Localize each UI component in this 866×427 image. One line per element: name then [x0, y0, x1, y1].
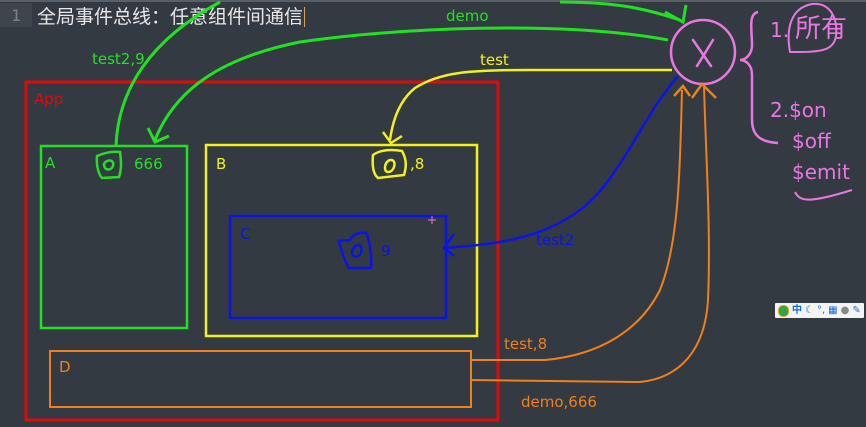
- line-number: 1: [0, 3, 32, 27]
- orange-test8-arrow: [471, 89, 683, 361]
- b-data-doodle-icon: [371, 148, 407, 180]
- test2-9-arrow-label: test2,9: [92, 50, 145, 68]
- d-label: D: [59, 358, 71, 376]
- b-label: B: [216, 155, 227, 173]
- test-arrow-label: test: [480, 51, 509, 69]
- text-caret: [304, 7, 306, 27]
- green-test2-arrow: [153, 26, 669, 141]
- ime-toolbar[interactable]: 中 ☾ °, ▦ ● ✎: [775, 303, 864, 318]
- blue-test2-arrowhead-icon: [442, 233, 456, 257]
- yellow-test-arrow: [388, 68, 672, 141]
- demo-arrow-label: demo: [446, 7, 489, 25]
- b-component-box: [204, 143, 479, 338]
- chinese-mode-icon[interactable]: 中: [792, 304, 802, 316]
- app-label: App: [34, 90, 64, 108]
- green-test2-arrowhead-icon: [146, 127, 170, 144]
- note-emit: $emit: [792, 160, 850, 184]
- note-off: $off: [792, 129, 831, 153]
- test2-arrow-label: test2: [536, 231, 575, 249]
- note-on: 2.$on: [770, 98, 827, 122]
- punctuation-icon[interactable]: °,: [816, 304, 826, 316]
- logo-icon[interactable]: [778, 304, 789, 317]
- a-data-doodle-icon: [95, 150, 123, 180]
- c-data-doodle-icon: [337, 231, 373, 270]
- c-component-box: [228, 214, 448, 320]
- app-component-box: [24, 80, 500, 422]
- a-component-box: [39, 144, 189, 330]
- b-value: ,8: [410, 155, 425, 173]
- keyboard-icon[interactable]: ▦: [828, 304, 838, 316]
- line-text[interactable]: 全局事件总线：任意组件间通信: [37, 5, 304, 28]
- wrench-icon[interactable]: ✎: [852, 304, 861, 316]
- green-demo-arrowhead-icon: [664, 4, 688, 25]
- line-text-container[interactable]: 全局事件总线：任意组件间通信: [37, 2, 306, 29]
- c-label: C: [240, 225, 251, 243]
- event-bus-x-icon: [691, 38, 715, 68]
- orange-test8-arrowhead-icon: [673, 83, 692, 97]
- test-8-arrow-label: test,8: [504, 335, 548, 353]
- yellow-test-arrowhead-icon: [381, 131, 403, 145]
- user-icon[interactable]: ●: [840, 304, 850, 316]
- window-top-border: [0, 0, 866, 2]
- demo-666-arrow-label: demo,666: [521, 393, 597, 411]
- orange-demo666-arrowhead-icon: [690, 82, 717, 99]
- green-demo-arrow: [114, 0, 681, 147]
- notes-circle-scribble-icon: [787, 2, 838, 53]
- c-value: 9: [381, 242, 391, 260]
- note-1-number: 1.: [770, 18, 790, 42]
- cursor-crosshair-icon: [428, 216, 436, 224]
- event-bus-circle: [669, 18, 737, 86]
- moon-icon[interactable]: ☾: [805, 304, 814, 316]
- notes-brace-icon: [739, 10, 779, 145]
- a-label: A: [45, 154, 56, 172]
- orange-demo666-arrow: [469, 85, 710, 384]
- a-value: 666: [134, 155, 163, 173]
- d-component-box: [49, 350, 472, 408]
- emit-underline-icon: [794, 189, 853, 201]
- note-1-text: 所有: [795, 14, 848, 44]
- editor-line[interactable]: 1 全局事件总线：任意组件间通信: [0, 2, 306, 29]
- blue-test2-arrow: [443, 75, 679, 250]
